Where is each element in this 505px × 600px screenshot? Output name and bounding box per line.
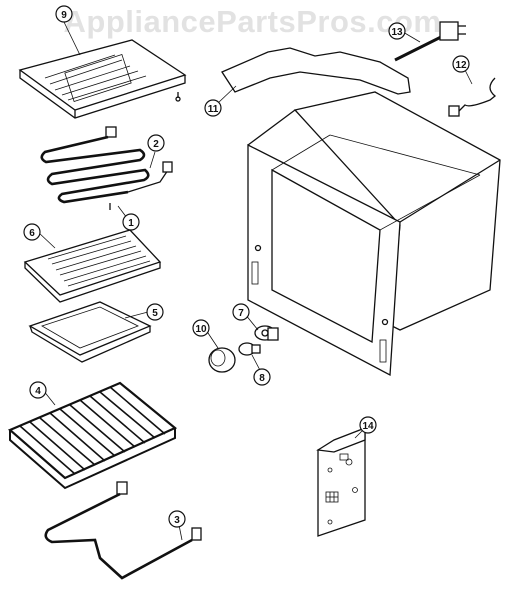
callout-9: 9 bbox=[55, 5, 73, 23]
callout-4-label: 4 bbox=[35, 386, 41, 397]
callout-10: 10 bbox=[192, 319, 210, 337]
callout-6-label: 6 bbox=[29, 228, 35, 239]
callout-9-label: 9 bbox=[61, 10, 67, 21]
callout-13: 13 bbox=[388, 22, 406, 40]
part-6-broil-grid[interactable] bbox=[23, 229, 162, 303]
callout-3: 3 bbox=[168, 510, 186, 528]
part-5-broil-pan[interactable] bbox=[28, 301, 152, 363]
callout-11-label: 11 bbox=[208, 104, 219, 115]
callout-3-label: 3 bbox=[174, 515, 180, 526]
callout-11: 11 bbox=[204, 99, 222, 117]
part-3-bake-element[interactable] bbox=[44, 481, 202, 580]
part-12-wire-harness[interactable] bbox=[448, 77, 497, 117]
part-13-sensor[interactable] bbox=[394, 21, 466, 62]
callout-13-label: 13 bbox=[391, 27, 403, 38]
part-11-insulation-top[interactable] bbox=[221, 47, 411, 95]
oven-cavity bbox=[247, 91, 501, 377]
part-14-control-board[interactable] bbox=[316, 426, 366, 537]
part-10-lamp-lens[interactable] bbox=[208, 347, 236, 373]
callout-1-label: 1 bbox=[128, 218, 134, 229]
callout-14-label: 14 bbox=[362, 421, 374, 432]
callout-2-label: 2 bbox=[153, 139, 159, 150]
callout-12-label: 12 bbox=[455, 60, 467, 71]
callout-7-label: 7 bbox=[238, 308, 244, 319]
callout-4: 4 bbox=[29, 381, 47, 399]
callout-8-label: 8 bbox=[259, 373, 265, 384]
callout-10-label: 10 bbox=[195, 324, 207, 335]
part-2-broil-element[interactable] bbox=[40, 126, 173, 210]
callout-7: 7 bbox=[232, 303, 250, 321]
callout-12: 12 bbox=[452, 55, 470, 73]
callout-2: 2 bbox=[147, 134, 165, 152]
callout-5: 5 bbox=[146, 303, 164, 321]
part-9-top-plate[interactable] bbox=[18, 39, 187, 119]
callout-14: 14 bbox=[359, 416, 377, 434]
callout-6: 6 bbox=[23, 223, 41, 241]
part-8-light-bulb[interactable] bbox=[238, 342, 261, 356]
callout-8: 8 bbox=[253, 368, 271, 386]
callout-1: 1 bbox=[122, 213, 140, 231]
callout-5-label: 5 bbox=[152, 308, 158, 319]
part-4-oven-rack[interactable] bbox=[7, 381, 178, 490]
part-7-lamp-receptacle[interactable] bbox=[254, 325, 279, 341]
